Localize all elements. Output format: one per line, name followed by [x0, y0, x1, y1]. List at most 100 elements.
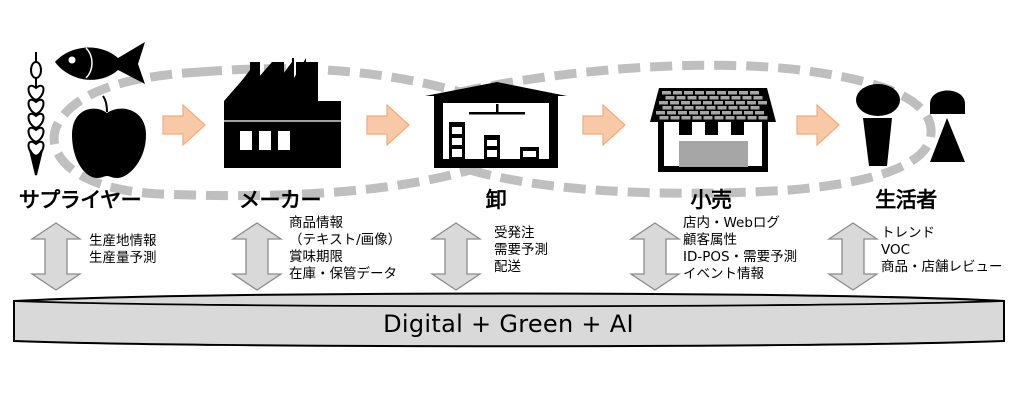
roof-tile: [747, 116, 757, 120]
roof-tile: [662, 91, 671, 95]
data-item: 配送: [494, 259, 521, 275]
roof-tile: [714, 116, 724, 120]
data-item: 店内・Webログ: [683, 215, 780, 231]
roof-tile: [659, 116, 669, 120]
data-item: 商品情報: [289, 215, 343, 231]
flow-arrow: [366, 103, 410, 147]
roof-tile: [725, 101, 734, 105]
data-item: イベント情報: [683, 266, 764, 282]
data-list-supplier: 生産地情報 生産量予測: [89, 233, 157, 267]
people-icon: [856, 84, 965, 166]
man-head: [856, 84, 900, 116]
roof-tile: [695, 106, 705, 110]
data-exchange-arrow-consumer: [826, 222, 880, 291]
roof-tile: [706, 106, 716, 110]
data-exchange-arrows: [29, 222, 880, 291]
foundation-label: Digital + Green + AI: [383, 310, 634, 338]
roof-tile: [744, 111, 753, 115]
data-item: 生産量予測: [89, 250, 157, 266]
roof-tile: [703, 101, 712, 105]
roof-tile: [747, 101, 756, 105]
data-item: 顧客属性: [683, 232, 737, 248]
roof-tile: [681, 116, 691, 120]
stage-title-consumer: 生活者: [875, 188, 937, 212]
roof-tile: [736, 101, 745, 105]
flow-arrow: [162, 103, 206, 147]
data-item: トレンド: [881, 225, 935, 241]
roof-tile: [678, 111, 687, 115]
roof-tile: [753, 96, 763, 100]
roof-tile: [709, 96, 719, 100]
roof-tile: [717, 106, 727, 110]
roof-tiles: [656, 91, 768, 120]
roof-tile: [706, 91, 715, 95]
apple-icon: [72, 95, 146, 178]
data-exchange-arrow-maker: [230, 222, 284, 291]
roof-tile: [728, 91, 737, 95]
flow-arrow: [582, 103, 626, 147]
loop-left-ellipse: [49, 64, 519, 201]
store-icon: [650, 88, 776, 172]
data-item: 需要予測: [494, 242, 548, 258]
roof-tile: [689, 111, 698, 115]
roof-tile: [714, 101, 723, 105]
roof-tile: [758, 101, 767, 105]
roof-tile: [736, 116, 746, 120]
data-item: VOC: [881, 242, 911, 258]
data-item: （テキスト/画像）: [289, 232, 402, 248]
woman-body: [930, 118, 965, 162]
data-item: 生産地情報: [89, 233, 157, 249]
roof-tile: [703, 116, 713, 120]
data-item: 在庫・保管データ: [289, 266, 397, 282]
roof-tile: [676, 96, 686, 100]
roof-tile: [656, 111, 665, 115]
data-exchange-arrow-retail: [628, 222, 682, 291]
roof-tile: [695, 91, 704, 95]
data-list-consumer: トレンド VOC 商品・店舗レビュー: [881, 225, 1003, 276]
roof-tile: [700, 111, 709, 115]
data-list-wholesale: 受発注 需要予測 配送: [494, 225, 548, 276]
data-list-maker: 商品情報 （テキスト/画像） 賞味期限 在庫・保管データ: [289, 215, 401, 283]
roof-tile: [750, 106, 760, 110]
roof-tile: [755, 111, 764, 115]
loop-right-ellipse: [459, 60, 936, 198]
flow-arrow: [796, 103, 840, 147]
roof-tile: [692, 116, 702, 120]
roof-tile: [728, 106, 738, 110]
roof-tile: [684, 91, 693, 95]
roof-tile: [670, 116, 680, 120]
roof-tile: [698, 96, 708, 100]
roof-tile: [739, 91, 748, 95]
stage-title-maker: メーカー: [239, 188, 322, 212]
roof-tile: [758, 116, 768, 120]
fish-icon: [55, 42, 145, 84]
circular-loop: [49, 60, 936, 201]
roof-tile: [692, 101, 701, 105]
roof-tile: [720, 96, 730, 100]
roof-tile: [670, 101, 679, 105]
roof-tile: [687, 96, 697, 100]
data-item: 賞味期限: [289, 249, 343, 265]
roof-tile: [681, 101, 690, 105]
stage-title-supplier: サプライヤー: [18, 188, 142, 212]
roof-tile: [665, 96, 675, 100]
data-item: 受発注: [494, 225, 535, 241]
flow-arrows: [162, 103, 840, 147]
woman-head: [930, 90, 965, 114]
data-item: ID-POS・需要予測: [683, 249, 798, 265]
roof-tile: [725, 116, 735, 120]
roof-tile: [684, 106, 694, 110]
roof-tile: [667, 111, 676, 115]
roof-tile: [731, 96, 741, 100]
factory-icon: [224, 58, 341, 168]
roof-tile: [659, 101, 668, 105]
produce-icon: [27, 42, 146, 178]
man-body: [863, 118, 892, 166]
roof-tile: [739, 106, 749, 110]
roof-tile: [662, 106, 672, 110]
roof-tile: [742, 96, 752, 100]
roof-tile: [673, 106, 683, 110]
data-list-retail: 店内・Webログ 顧客属性 ID-POS・需要予測 イベント情報: [683, 215, 797, 283]
